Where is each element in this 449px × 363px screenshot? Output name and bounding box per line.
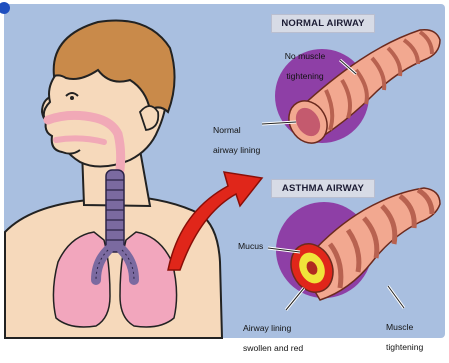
label-no-muscle-line1: No muscle xyxy=(270,51,340,61)
label-airway-lining-swollen: Airway lining swollen and red xyxy=(243,313,323,363)
label-no-muscle-tightening: No muscle tightening xyxy=(270,41,340,91)
label-no-muscle-line2: tightening xyxy=(270,71,340,81)
diagram-art xyxy=(0,0,449,345)
label-normal-airway-lining: Normal airway lining xyxy=(213,115,283,165)
label-normal-lining-line1: Normal xyxy=(213,125,283,135)
label-muscle-line1: Muscle xyxy=(386,322,446,332)
label-muscle-line2: tightening xyxy=(386,342,446,352)
asthma-airway-title: ASTHMA AIRWAY xyxy=(271,179,375,198)
normal-airway-title: NORMAL AIRWAY xyxy=(271,14,375,33)
pupil xyxy=(70,96,74,100)
label-normal-lining-line2: airway lining xyxy=(213,145,283,155)
label-muscle-tightening: Muscle tightening xyxy=(386,312,446,362)
asthma-diagram: NORMAL AIRWAY ASTHMA AIRWAY No muscle ti… xyxy=(0,0,449,345)
label-mucus: Mucus xyxy=(238,241,263,251)
oral-passage xyxy=(56,138,104,142)
label-swollen-line1: Airway lining xyxy=(243,323,323,333)
